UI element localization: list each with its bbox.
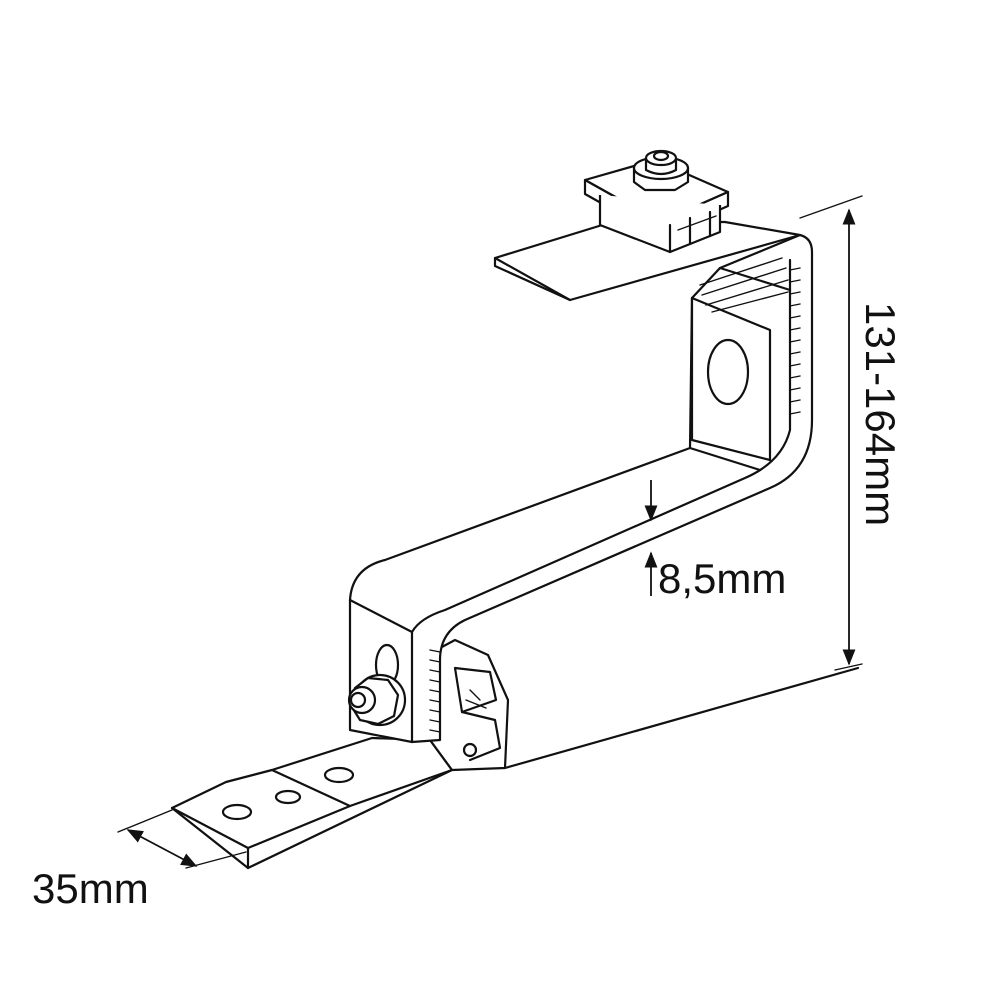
width-dimension <box>117 809 247 869</box>
side-nut <box>347 673 407 727</box>
roof-reference-line <box>503 666 860 770</box>
hook-flange <box>493 220 802 302</box>
adjustment-slot <box>706 338 750 406</box>
top-nut <box>632 149 690 192</box>
thickness-label: 8,5mm <box>658 555 786 602</box>
adjuster-profile <box>428 638 510 772</box>
width-label: 35mm <box>32 865 149 912</box>
base-plate <box>170 736 454 870</box>
mounting-hole <box>323 766 355 784</box>
mounting-hole <box>221 803 253 821</box>
mounting-hole <box>274 789 302 805</box>
hook-arm <box>348 233 814 744</box>
height-dimension <box>799 195 863 671</box>
height-label: 131-164mm <box>857 302 904 526</box>
